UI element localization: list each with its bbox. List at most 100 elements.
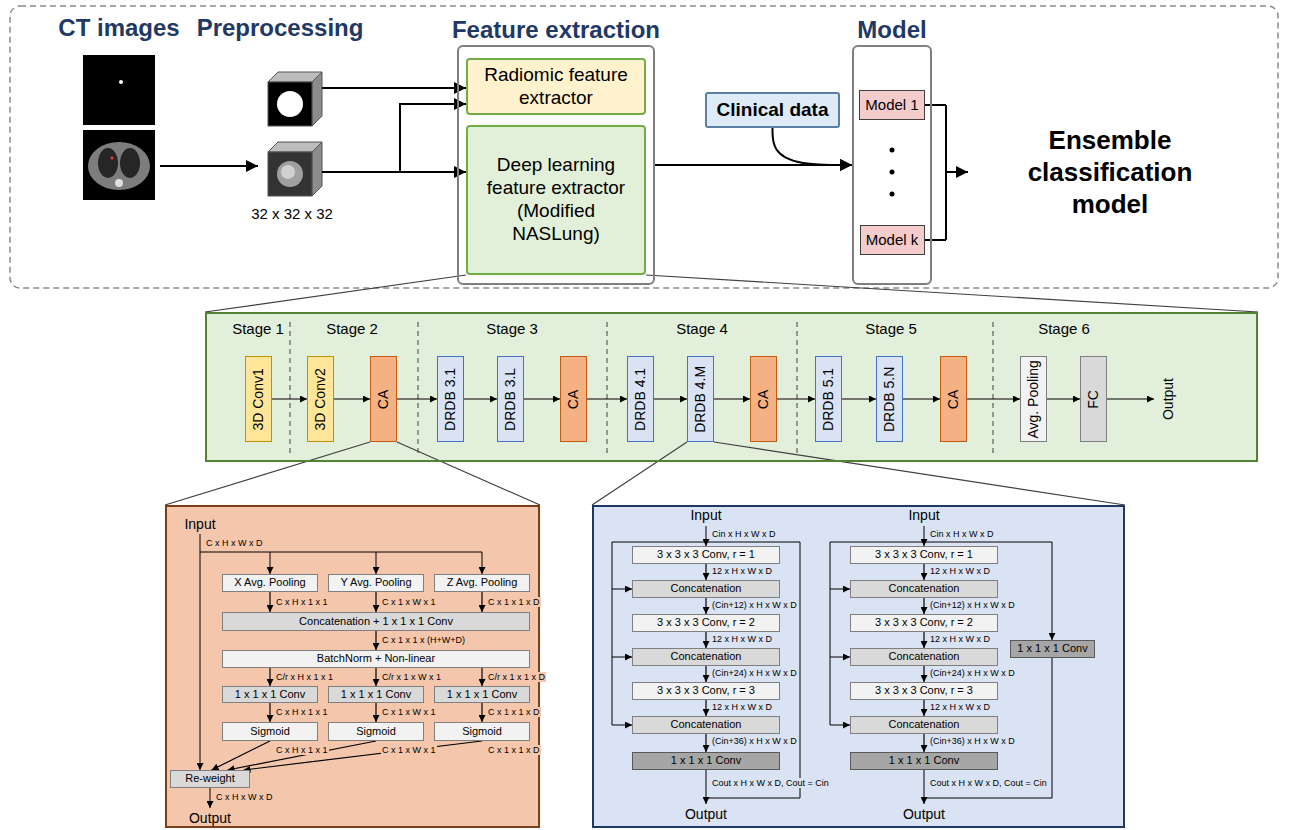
- text-holder: C x H x W x D: [215, 792, 274, 803]
- box-label: Deep learning feature extractor (Modifie…: [472, 154, 640, 245]
- dimension-label: (Cin+12) x H x W x D: [711, 600, 798, 610]
- ct-spine: [115, 179, 123, 187]
- nodule-dot: [110, 156, 113, 159]
- box-label: DRDB 5.N: [881, 366, 898, 431]
- section-frame: Model 1Model kModel: [852, 45, 932, 285]
- text-holder: C x 1 x W x 1: [381, 745, 437, 756]
- text-holder: C x 1 x 1 x D: [487, 745, 541, 756]
- box-label: DRDB 4.M: [692, 366, 709, 433]
- dimension-label: 12 x H x W x D: [711, 702, 773, 712]
- box-label: Y Avg. Pooling: [340, 576, 411, 589]
- box-label: Concatenation + 1 x 1 x 1 Conv: [299, 615, 453, 628]
- dashed-frame: [10, 6, 1278, 288]
- cube-front: [268, 82, 312, 126]
- dimension-label: Cin x H x W x D: [711, 529, 777, 539]
- connector: [269, 592, 270, 612]
- text-holder: Stage 2: [326, 320, 378, 338]
- mask-image: [83, 55, 155, 125]
- box-label: 3 x 3 x 3 Conv, r = 3: [875, 684, 973, 697]
- merge-line: [924, 105, 946, 240]
- connector: [1047, 398, 1080, 399]
- zoom-line: [165, 442, 540, 505]
- text-holder: C x H x 1 x 1: [275, 707, 329, 718]
- branch-arrow: [376, 552, 377, 574]
- text-holder: 32 x 32 x 32: [251, 205, 333, 223]
- text-holder: Cin x H x W x D: [711, 529, 777, 540]
- stage-separator: [290, 322, 993, 455]
- dimension-label: (Cin+24) x H x W x D: [929, 668, 1016, 678]
- section-heading: Feature extraction: [452, 16, 660, 43]
- operation-box: Concatenation: [632, 580, 780, 598]
- box-label: 1 x 1 x 1 Conv: [235, 688, 305, 701]
- nodule-blob: [277, 161, 303, 187]
- text-holder: C x 1 x W x 1: [381, 707, 437, 718]
- text-holder: Input: [690, 507, 721, 523]
- box-label: Re-weight: [185, 772, 235, 785]
- operation-box: 1 x 1 x 1 Conv: [632, 752, 780, 770]
- extractor-box: Deep learning feature extractor (Modifie…: [466, 125, 646, 275]
- text-holder: Stage 1: [232, 320, 284, 338]
- section-heading: Model: [857, 16, 926, 43]
- box-label: 1 x 1 x 1 Conv: [671, 754, 741, 767]
- flow-arrow: [946, 171, 968, 173]
- dimension-label: C x 1 x 1 x (H+W+D): [381, 635, 466, 645]
- layer-block: DRDB 4.M: [687, 356, 714, 442]
- text-holder: CT images: [58, 14, 179, 42]
- layer-block: 3D Conv2: [307, 356, 334, 442]
- ellipsis-dot: [890, 170, 895, 175]
- connector: [272, 398, 307, 399]
- layer-block: DRDB 3.L: [497, 356, 524, 442]
- dimension-label: C/r x H x 1 x 1: [275, 672, 334, 682]
- cube-front: [268, 152, 312, 196]
- stage-label: Stage 6: [1038, 320, 1090, 337]
- text-holder: C/r x H x 1 x 1: [275, 672, 334, 683]
- layer-block: FC: [1080, 356, 1107, 442]
- output-arrow: [706, 770, 707, 804]
- dimension-label: C x H x 1 x 1: [275, 745, 329, 755]
- connector: [334, 398, 370, 399]
- box-label: Sigmoid: [250, 725, 290, 738]
- ct-lung: [98, 148, 118, 178]
- text-holder: Stage 5: [865, 320, 917, 338]
- operation-box: 3 x 3 x 3 Conv, r = 1: [850, 546, 998, 564]
- box-label: 1 x 1 x 1 Conv: [889, 754, 959, 767]
- connector: [397, 398, 437, 399]
- dimension-label: C x 1 x 1 x D: [487, 597, 541, 607]
- text-holder: Cin x H x W x D: [929, 529, 995, 540]
- operation-box: 3 x 3 x 3 Conv, r = 3: [850, 682, 998, 700]
- operation-box: 1 x 1 x 1 Conv: [328, 686, 424, 703]
- section-heading: CT images: [58, 14, 179, 41]
- box-label: Concatenation: [889, 718, 960, 731]
- stage-label: Stage 2: [326, 320, 378, 337]
- connector: [375, 631, 376, 650]
- dimension-label: C x H x W x D: [205, 538, 264, 548]
- flow-arrow: [160, 165, 258, 167]
- text-holder: Cout x H x W x D, Cout = Cin: [929, 778, 1048, 789]
- operation-box: Y Avg. Pooling: [328, 574, 424, 592]
- text-holder: Feature extraction: [452, 16, 660, 44]
- section-heading: Preprocessing: [197, 14, 364, 41]
- panel-fill: [205, 312, 1258, 462]
- connector: [228, 741, 376, 770]
- branch-line: [200, 552, 482, 553]
- connector: [705, 564, 706, 580]
- connector: [923, 666, 924, 682]
- model-box: Model k: [860, 225, 925, 255]
- dense-arrow: [830, 657, 850, 658]
- text-holder: 12 x H x W x D: [711, 702, 773, 713]
- panel-fill: [592, 505, 1125, 828]
- text-holder: Output: [189, 810, 231, 826]
- connector: [524, 398, 560, 399]
- connector: [269, 668, 270, 686]
- dimension-label: C x 1 x 1 x D: [487, 707, 541, 717]
- io-label: Output: [903, 806, 945, 822]
- output-heading: Ensemble classification model: [1028, 125, 1193, 219]
- dimension-label: 12 x H x W x D: [929, 634, 991, 644]
- dimension-label: C x 1 x 1 x D: [487, 745, 541, 755]
- layer-block: DRDB 3.1: [437, 356, 464, 442]
- connector: [244, 741, 482, 770]
- connector: [773, 128, 853, 165]
- output-arrow: [924, 770, 925, 804]
- box-label: Clinical data: [717, 99, 829, 122]
